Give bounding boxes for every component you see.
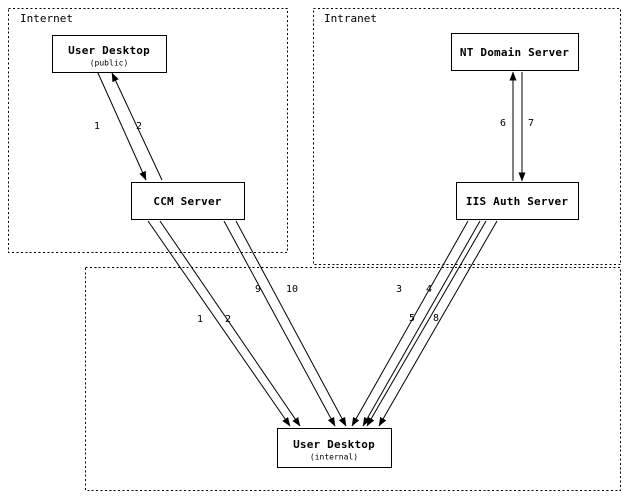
flow-step-label-flow-3: 3: [396, 284, 402, 295]
node-title-user-desktop-public: User Desktop: [68, 44, 150, 57]
flow-arrow-flow-8: [378, 220, 498, 427]
zones-layer: Internet Intranet: [8, 8, 621, 491]
node-user-desktop-internal[interactable]: User Desktop (internal): [276, 427, 393, 469]
node-title-nt-domain-server: NT Domain Server: [460, 46, 569, 59]
flow-step-label-flow-9: 9: [255, 284, 261, 295]
node-subtitle-user-desktop-internal: (internal): [310, 453, 358, 462]
node-title-iis-auth-server: IIS Auth Server: [466, 195, 569, 208]
nodes-layer: User Desktop (public) CCM Server NT Domain …: [51, 32, 580, 469]
flows-layer: [97, 71, 526, 427]
flow-step-label-flow-10: 10: [286, 284, 298, 295]
zone-intranet: Intranet: [313, 8, 621, 265]
flow-arrow-flow-10: [235, 220, 347, 427]
zone-internet: Internet: [8, 8, 288, 253]
flow-step-label-flow-6-nt: 6: [500, 118, 506, 129]
zone-internal-network: [85, 267, 621, 491]
zone-boundary-internet: [8, 8, 288, 253]
flow-arrow-flow-9: [223, 220, 336, 427]
flow-arrow-flow-2-internal: [159, 220, 301, 427]
node-user-desktop-public[interactable]: User Desktop (public): [51, 34, 168, 74]
node-title-user-desktop-internal: User Desktop: [293, 438, 375, 451]
node-ccm-server[interactable]: CCM Server: [130, 181, 246, 221]
flow-arrow-flow-4: [362, 220, 481, 427]
flow-step-label-flow-8: 8: [433, 313, 439, 324]
node-nt-domain-server[interactable]: NT Domain Server: [450, 32, 580, 72]
node-box-ccm-server[interactable]: [130, 181, 246, 221]
node-subtitle-user-desktop-public: (public): [90, 59, 129, 68]
flow-labels-layer: 1 2 6 7 1 2 9 10 3 4 5 8: [94, 118, 534, 325]
node-box-user-desktop-internal[interactable]: [276, 427, 393, 469]
flow-step-label-flow-1-public: 1: [94, 121, 100, 132]
flow-step-label-flow-2-internal: 2: [225, 314, 231, 325]
flow-step-label-flow-2-public: 2: [136, 121, 142, 132]
zone-label-internet: Internet: [20, 12, 73, 25]
flow-arrow-flow-3: [351, 220, 469, 427]
node-box-iis-auth-server[interactable]: [455, 181, 580, 221]
node-box-user-desktop-public[interactable]: [51, 34, 168, 74]
flow-step-label-flow-4: 4: [426, 284, 432, 295]
flow-arrow-flow-2-public: [111, 72, 163, 181]
flow-arrow-flow-1-public: [97, 72, 147, 181]
zone-label-intranet: Intranet: [324, 12, 377, 25]
node-title-ccm-server: CCM Server: [153, 195, 221, 208]
flow-step-label-flow-5: 5: [409, 313, 415, 324]
zone-boundary-internal-network: [85, 267, 621, 491]
flow-arrow-flow-1-internal: [147, 220, 291, 427]
node-box-nt-domain-server[interactable]: [450, 32, 580, 72]
flow-step-label-flow-7-nt: 7: [528, 118, 534, 129]
node-iis-auth-server[interactable]: IIS Auth Server: [455, 181, 580, 221]
flow-step-label-flow-1-internal: 1: [197, 314, 203, 325]
flow-arrow-flow-5: [366, 220, 487, 427]
